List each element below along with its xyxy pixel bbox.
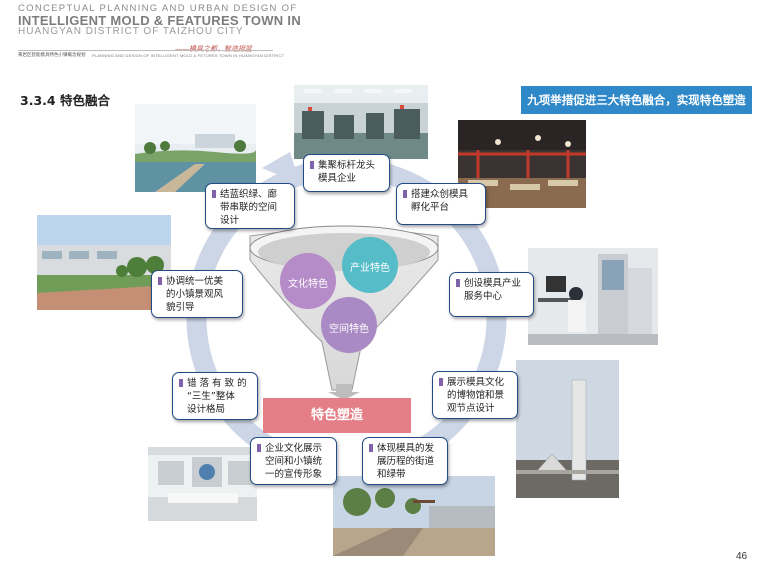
measure-layout-pattern: 错 落 有 致 的 “三生”整体 设计格局 (172, 372, 258, 420)
header-subtitle-cn: 黄岩区智能模具特色小镇概念规划 (18, 53, 86, 58)
measure-history-streets: 体现模具的发 展历程的街道 和绿带 (362, 437, 448, 485)
section-title: 3.3.4 特色融合 (20, 93, 110, 108)
header-title-line2: INTELLIGENT MOLD & FEATURES TOWN IN (18, 13, 302, 28)
measure-landscape-guidance: 协调统一优美 的小镇景观风 貌引导 (151, 270, 243, 318)
photo-factory-floor (294, 85, 428, 159)
marker-icon (179, 379, 183, 387)
space-circle (321, 297, 377, 353)
industry-circle (342, 237, 398, 293)
header-title-line1: CONCEPTUAL PLANNING AND URBAN DESIGN OF (18, 3, 298, 14)
measure-museum-landscape: 展示模具文化 的博物馆和景 观节点设计 (432, 371, 518, 419)
marker-icon (257, 444, 261, 452)
photo-corporate-exhibit (148, 447, 257, 521)
page-number: 46 (736, 551, 748, 562)
culture-circle (280, 253, 336, 309)
funnel-arrow (328, 384, 360, 400)
marker-icon (403, 190, 407, 198)
feature-space: 空间特色 (329, 324, 369, 335)
photo-service-center-lab (528, 248, 658, 345)
header-subtitle-en: PLANNING AND DESIGN OF INTELLIGENT MOLD … (92, 53, 285, 58)
photo-town-street (37, 215, 171, 310)
marker-icon (439, 378, 443, 386)
marker-icon (310, 161, 314, 169)
marker-icon (456, 279, 460, 287)
measure-benchmark-enterprises: 集聚标杆龙头 模具企业 (303, 154, 390, 192)
measure-blue-green-corridor: 结蓝织绿、廊 带串联的空间 设计 (205, 183, 295, 229)
photo-waterfront-corridor (135, 104, 256, 192)
measure-corporate-culture-space: 企业文化展示 空间和小镇统 一的宣传形象 (250, 437, 337, 485)
measure-service-center: 创设模具产业 服务中心 (449, 272, 534, 317)
feature-culture: 文化特色 (288, 279, 328, 290)
photo-museum-landmark (516, 360, 619, 498)
header-title-line3: HUANGYAN DISTRICT OF TAIZHOU CITY (18, 26, 244, 37)
measure-incubator-platform: 搭建众创模具 孵化平台 (396, 183, 486, 225)
marker-icon (212, 190, 216, 198)
marker-icon (369, 444, 373, 452)
core-feature-shaping: 特色塑造 (263, 398, 411, 433)
summary-banner: 九项举措促进三大特色融合，实现特色塑造 (521, 86, 752, 114)
header-slogan: ——模具之都，智造摇篮 (175, 45, 252, 53)
cycle-arrow-head (262, 152, 300, 184)
feature-industry: 产业特色 (350, 263, 390, 274)
photo-greenway-street (333, 476, 495, 556)
marker-icon (158, 277, 162, 285)
header-divider (18, 50, 273, 51)
